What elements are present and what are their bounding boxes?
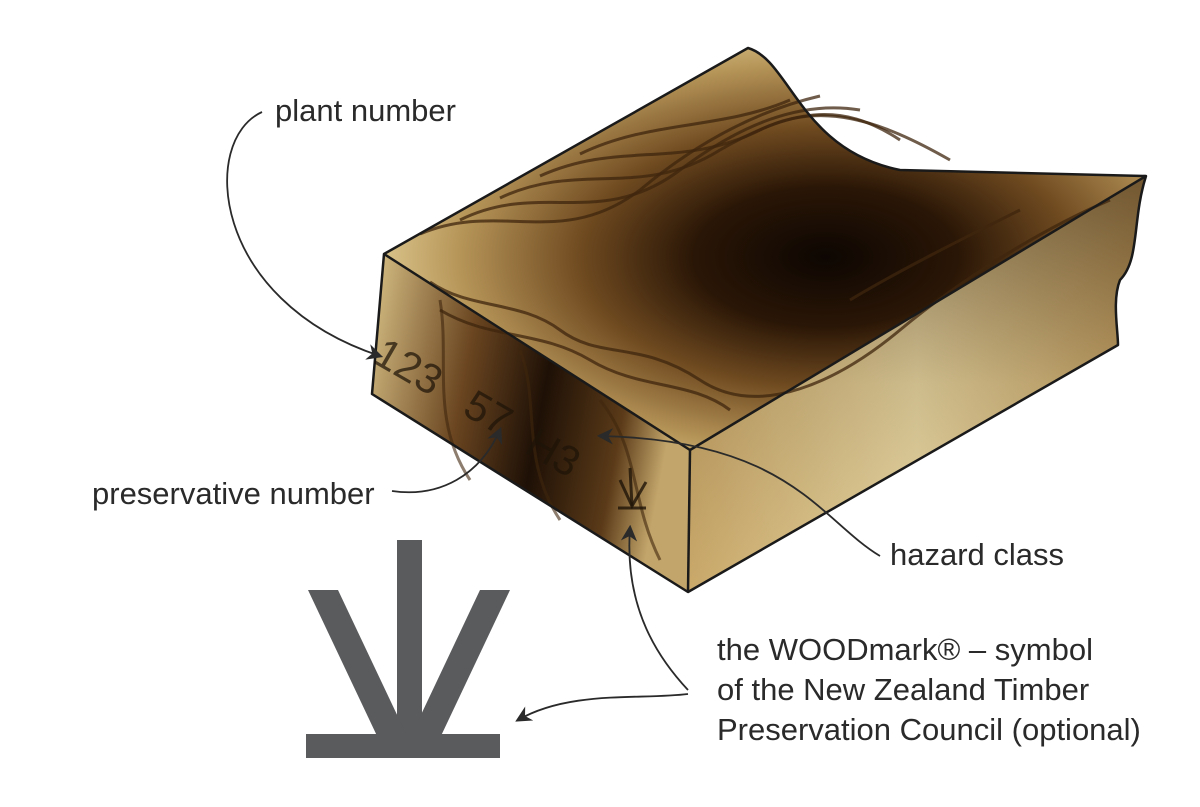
label-woodmark-line-3: Preservation Council (optional) (717, 710, 1141, 750)
woodmark-symbol-icon (306, 540, 510, 758)
arrow-plant-number (227, 112, 380, 356)
label-plant-number: plant number (275, 93, 456, 129)
label-hazard-class: hazard class (890, 537, 1064, 573)
label-woodmark: the WOODmark® – symbol of the New Zealan… (717, 630, 1141, 750)
label-woodmark-line-1: the WOODmark® – symbol (717, 630, 1141, 670)
label-preservative-number: preservative number (92, 476, 375, 512)
arrow-woodmark-symbol (518, 694, 688, 720)
label-woodmark-line-2: of the New Zealand Timber (717, 670, 1141, 710)
